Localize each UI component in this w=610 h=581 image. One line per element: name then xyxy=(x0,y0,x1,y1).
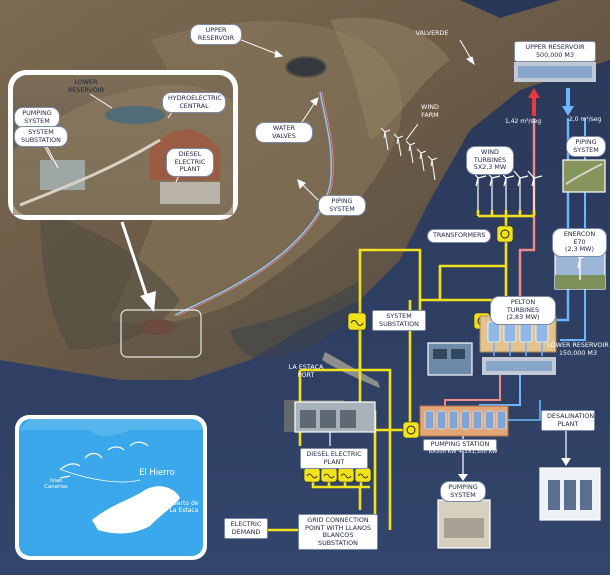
label-flow-down: 2,0 m³/seg xyxy=(569,116,602,123)
upper-reservoir-crater xyxy=(285,56,327,78)
label-upper-reservoir-photo: UPPER RESERVOIR xyxy=(190,24,242,46)
pump-transformer-icon xyxy=(402,421,420,439)
label-wind-farm: WIND FARM xyxy=(421,103,439,119)
pump-to-desal xyxy=(508,400,541,421)
wind-farm-turbines xyxy=(380,127,438,181)
map-label-islas-canarias: Islas Canarias xyxy=(44,478,68,491)
mountain-pipe-red xyxy=(176,91,334,317)
pumping-units xyxy=(424,410,507,430)
label-wind-turbines: WIND TURBINES 5X2,3 MW xyxy=(466,146,514,175)
map-africa-coast xyxy=(19,419,203,437)
label-upper-reservoir: UPPER RESERVOIR 500,000 M3 xyxy=(514,41,596,63)
label-lower-reservoir: LOWER RESERVOIR 150,000 M3 xyxy=(547,341,609,357)
pump-system-arrowhead xyxy=(458,474,468,481)
label-diesel-electric-plant: DIESEL ELECTRIC PLANT xyxy=(300,448,368,470)
label-pumping-station: PUMPING STATION xyxy=(423,439,497,451)
flow-down-arrow xyxy=(566,88,570,106)
inset-zoom-arrowhead xyxy=(140,291,156,312)
label-flow-up: 1,42 m³/seg xyxy=(505,118,542,125)
inset-diesel-buildings xyxy=(160,182,220,204)
label-la-estaca-port: LA ESTACA PORT xyxy=(288,363,324,379)
flow-up-arrow xyxy=(532,98,536,116)
inset-road xyxy=(19,138,161,207)
label-system-substation: SYSTEM SUBSTATION xyxy=(372,310,426,332)
inset-zoom-arrow xyxy=(120,221,150,301)
map-el-hierro-leader xyxy=(61,469,141,483)
label-diesel-plant-inset: DIESEL ELECTRIC PLANT xyxy=(166,148,214,177)
pump-pipe-up xyxy=(444,375,501,407)
label-desalination-plant: DESALINATION PLANT xyxy=(541,410,595,432)
lower-site-highlight xyxy=(120,309,202,358)
upper-reservoir-water xyxy=(518,66,592,78)
pelton-units xyxy=(487,321,549,343)
label-hydroelectric-central: HYDROELECTRIC CENTRAL xyxy=(162,92,226,114)
flow-down-arrowhead xyxy=(562,106,574,116)
map-el-hierro xyxy=(92,486,180,534)
label-piping-system-right: PIPING SYSTEM xyxy=(566,136,606,158)
label-transformers: TRANSFORMERS xyxy=(427,229,491,243)
desal-arrowhead xyxy=(561,458,571,466)
label-valverde: VALVERDE xyxy=(415,29,449,37)
label-system-substation-inset: SYSTEM SUBSTATION xyxy=(14,126,68,148)
lower-reservoir-site xyxy=(140,319,176,335)
label-electric-demand: ELECTRIC DEMAND xyxy=(224,518,268,540)
lower-reservoir-water xyxy=(486,361,552,371)
label-pumping-station-spec: 6X500 KW + 2X1,500 KW xyxy=(428,449,498,455)
label-grid-connection: GRID CONNECTION POINT WITH LLANOS BLANCO… xyxy=(298,514,378,551)
coast-shadow xyxy=(230,280,363,359)
mountain-pipe xyxy=(174,91,333,316)
label-piping-system-photo: PIPING SYSTEM xyxy=(318,195,366,217)
transformer-icon xyxy=(496,225,514,243)
flow-up-arrowhead xyxy=(528,88,540,98)
map-label-el-hierro: El Hierro xyxy=(139,467,175,477)
inset-lower-reservoir xyxy=(105,106,165,124)
ridge-shading-2 xyxy=(330,17,450,140)
label-enercon: ENERCON E70 (2,3 MW) xyxy=(552,228,607,257)
map-label-puerto-estaca: Puerto de La Estaca xyxy=(169,500,199,514)
label-pumping-system-inset: PUMPING SYSTEM xyxy=(14,107,60,129)
label-pelton-turbines: PELTON TURBINES (2,83 MW) xyxy=(490,296,556,325)
map-canary-islands xyxy=(59,441,149,479)
label-lower-reservoir-inset: LOWER RESERVOIR xyxy=(67,78,105,94)
inset-substation xyxy=(40,160,85,190)
valley-shadow xyxy=(40,210,180,350)
pelton-pipes xyxy=(493,342,543,356)
diesel-generators xyxy=(303,467,372,483)
map-sea xyxy=(19,419,203,556)
label-pumping-system-lower: PUMPING SYSTEM xyxy=(440,481,486,503)
bottom-strip xyxy=(0,575,610,581)
substation-icon xyxy=(347,312,367,331)
label-water-valves: WATER VALVES xyxy=(255,122,313,144)
